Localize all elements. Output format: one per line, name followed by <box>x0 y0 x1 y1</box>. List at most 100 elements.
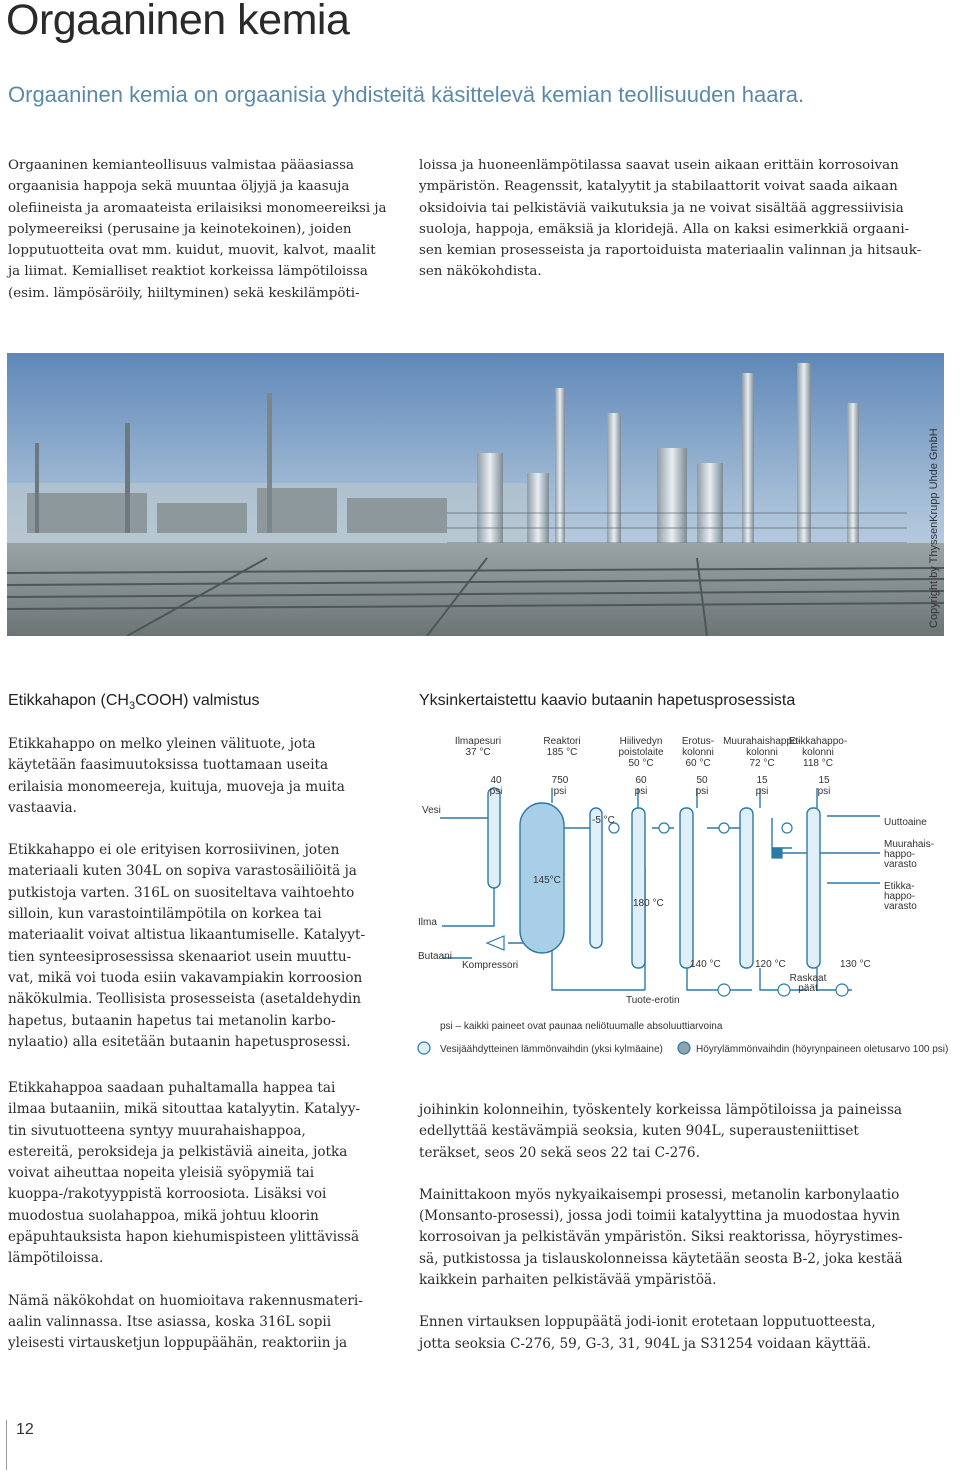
unit-label: Erotus- <box>682 736 714 747</box>
unit-pressure: 40 <box>490 775 502 786</box>
output-label: Muurahais- <box>884 839 934 850</box>
text-line: muodostua suolahappoa, mikä johtuu kloor… <box>8 1207 319 1224</box>
input-butane: Butaani <box>418 951 452 962</box>
unit-label: Muurahaishappo- <box>723 736 801 747</box>
page-number-rule <box>6 1420 7 1470</box>
text-line: Nämä näkökohdat on huomioitava rakennusm… <box>8 1292 363 1309</box>
text-line: Mainittakoon myös nykyaikaisempi prosess… <box>419 1186 900 1203</box>
text-line: (Monsanto-prosessi), jossa jodi toimii k… <box>419 1208 900 1225</box>
text-line: voivat aiheuttaa nopeita yleisiä syöpymi… <box>8 1165 315 1182</box>
text-line: tin sivutuotteena syntyy muurahaishappoa… <box>8 1122 306 1139</box>
body-paragraph: joihinkin kolonneihin, työskentely korke… <box>419 1100 949 1164</box>
text-line: tien synteesiprosessissa skenaariot usei… <box>8 948 352 965</box>
unit-label: poistolaite <box>618 747 663 758</box>
intro-line: lopputuotteita ovat mm. kuidut, muovit, … <box>8 243 376 259</box>
text-line: Ennen virtauksen loppupäätä jodi-ionit e… <box>419 1314 876 1331</box>
compressor-label: Kompressori <box>462 960 518 971</box>
temp-label: 130 °C <box>840 959 871 970</box>
text-line: joihinkin kolonneihin, työskentely korke… <box>419 1102 903 1118</box>
intro-right-column: loissa ja huoneenlämpötilassa saavat use… <box>419 155 949 283</box>
section-heading-diagram: Yksinkertaistettu kaavio butaanin hapetu… <box>419 692 796 709</box>
text-line: vat, mikä voi tuoda esiin vakavampiakin … <box>8 969 363 986</box>
temp-label: 145°C <box>533 875 561 886</box>
intro-line: olefiineista ja aromaateista erilaisiksi… <box>8 200 387 216</box>
psi-note: psi – kaikki paineet ovat paunaa neliötu… <box>440 1021 723 1032</box>
text-line: Etikkahappo ei ole erityisen korrosiivin… <box>8 842 340 859</box>
unit-label: 72 °C <box>749 758 774 769</box>
unit-label: kolonni <box>746 747 778 758</box>
text-line: ilmaa butaaniin, mikä sitouttaa katalyyt… <box>8 1101 361 1118</box>
unit-pressure: 15 <box>756 775 768 786</box>
temp-label: -5 °C <box>592 815 615 826</box>
unit-label: 185 °C <box>547 747 578 758</box>
unit-pressure: psi <box>490 786 503 797</box>
unit-pressure: psi <box>818 786 831 797</box>
text-line: nylaatio) alla esitetään butaanin hapetu… <box>8 1033 351 1050</box>
intro-line: sen kemian prosesseista ja raportoiduist… <box>419 243 922 259</box>
text-line: teräkset, seos 20 sekä seos 22 tai C-276… <box>419 1144 700 1161</box>
temp-label: 180 °C <box>633 898 664 909</box>
intro-left-column: Orgaaninen kemianteollisuus valmistaa pä… <box>8 155 396 304</box>
industrial-plant-photo <box>7 353 944 636</box>
unit-pressure: psi <box>635 786 648 797</box>
body-paragraph: Ennen virtauksen loppupäätä jodi-ionit e… <box>419 1312 949 1355</box>
right-body-text-lower: joihinkin kolonneihin, työskentely korke… <box>419 1100 949 1376</box>
text-line: materiaalit voivat altistua likaantumise… <box>8 927 366 944</box>
intro-line: suoloja, happoja, emäksiä ja kloridejä. … <box>419 221 910 237</box>
output-label: päät <box>798 983 818 994</box>
intro-line: sen näkökohdista. <box>419 264 542 280</box>
unit-pressure: 60 <box>635 775 647 786</box>
unit-label: Hiilivedyn <box>620 736 663 747</box>
text-line: silloin, kun varastointilämpötila on kor… <box>8 906 322 923</box>
text-line: materiaali kuten 304L on sopiva varastos… <box>8 863 357 880</box>
intro-line: (esim. lämpösäröily, hiiltyminen) sekä k… <box>8 285 360 301</box>
intro-line: Orgaaninen kemianteollisuus valmistaa pä… <box>8 158 355 173</box>
text-line: Etikkahappoa saadaan puhaltamalla happea… <box>8 1080 336 1096</box>
unit-pressure: psi <box>554 786 567 797</box>
page-subtitle: Orgaaninen kemia on orgaanisia yhdisteit… <box>8 82 805 107</box>
intro-line: oksidoivia tai pelkistäviä vaikutuksia j… <box>419 200 904 216</box>
unit-label: 37 °C <box>465 747 490 758</box>
output-label: happo- <box>884 891 915 902</box>
text-line: lämpötiloissa. <box>8 1250 104 1267</box>
unit-label: Etikkahappo- <box>789 736 847 747</box>
input-water: Vesi <box>422 805 441 816</box>
output-label: Uuttoaine <box>884 817 927 828</box>
body-paragraph: Etikkahappo ei ole erityisen korrosiivin… <box>8 840 400 1053</box>
text-line: hapetus, butaanin hapetus tai metanolin … <box>8 1012 336 1029</box>
text-line: vastaavia. <box>8 799 77 816</box>
unit-pressure: psi <box>696 786 709 797</box>
text-line: sä, putkistossa ja tislauskolonneissa kä… <box>419 1250 903 1267</box>
text-line: Etikkahappo on melko yleinen välituote, … <box>8 736 316 752</box>
unit-label: 60 °C <box>685 758 710 769</box>
body-paragraph: Etikkahappo on melko yleinen välituote, … <box>8 734 400 819</box>
text-line: kaikkein parhaiten pelkistävää ympäristö… <box>419 1272 717 1289</box>
unit-label: kolonni <box>682 747 714 758</box>
photo-copyright: Copyright by ThyssenKrupp Uhde GmbH <box>925 360 941 630</box>
text-line: epäpuhtauksista hapon kiehumispisteen yl… <box>8 1229 360 1246</box>
unit-label: 118 °C <box>803 758 833 769</box>
legend-steam-exchanger: Höyrylämmönvaihdin (höyrynpaineen oletus… <box>696 1044 948 1055</box>
temp-label: 120 °C <box>755 959 786 970</box>
intro-line: ja liimat. Kemialliset reaktiot korkeiss… <box>8 264 368 280</box>
page-number: 12 <box>16 1421 34 1438</box>
intro-line: polymeereiksi (perusaine ja keinotekoine… <box>8 221 352 237</box>
unit-pressure: 15 <box>818 775 830 786</box>
intro-line: ympäristön. Reagenssit, katalyytit ja st… <box>419 179 898 195</box>
intro-line: loissa ja huoneenlämpötilassa saavat use… <box>419 158 899 173</box>
text-line: edellyttää kestävämpiä seoksia, kuten 90… <box>419 1123 859 1140</box>
body-paragraph: Nämä näkökohdat on huomioitava rakennusm… <box>8 1291 400 1355</box>
intro-line: orgaanisia happoja sekä muuntaa öljyjä j… <box>8 179 350 195</box>
output-label: varasto <box>884 901 917 912</box>
unit-pressure: psi <box>756 786 769 797</box>
unit-label: 50 °C <box>628 758 653 769</box>
text-line: jotta seoksia C-276, 59, G-3, 31, 904L j… <box>419 1335 871 1352</box>
plant-illustration <box>7 353 944 636</box>
text-line: korrosoivan ja pelkistävän ympäristön. S… <box>419 1229 903 1246</box>
text-line: käytetään faasimuutoksissa tuottamaan us… <box>8 757 329 774</box>
text-line: putkistoja varten. 316L on suositeltava … <box>8 884 355 901</box>
unit-label: kolonni <box>802 747 834 758</box>
text-line: näkökulmia. Teollisista prosesseista (as… <box>8 991 362 1008</box>
output-label: Etikka- <box>884 881 915 892</box>
